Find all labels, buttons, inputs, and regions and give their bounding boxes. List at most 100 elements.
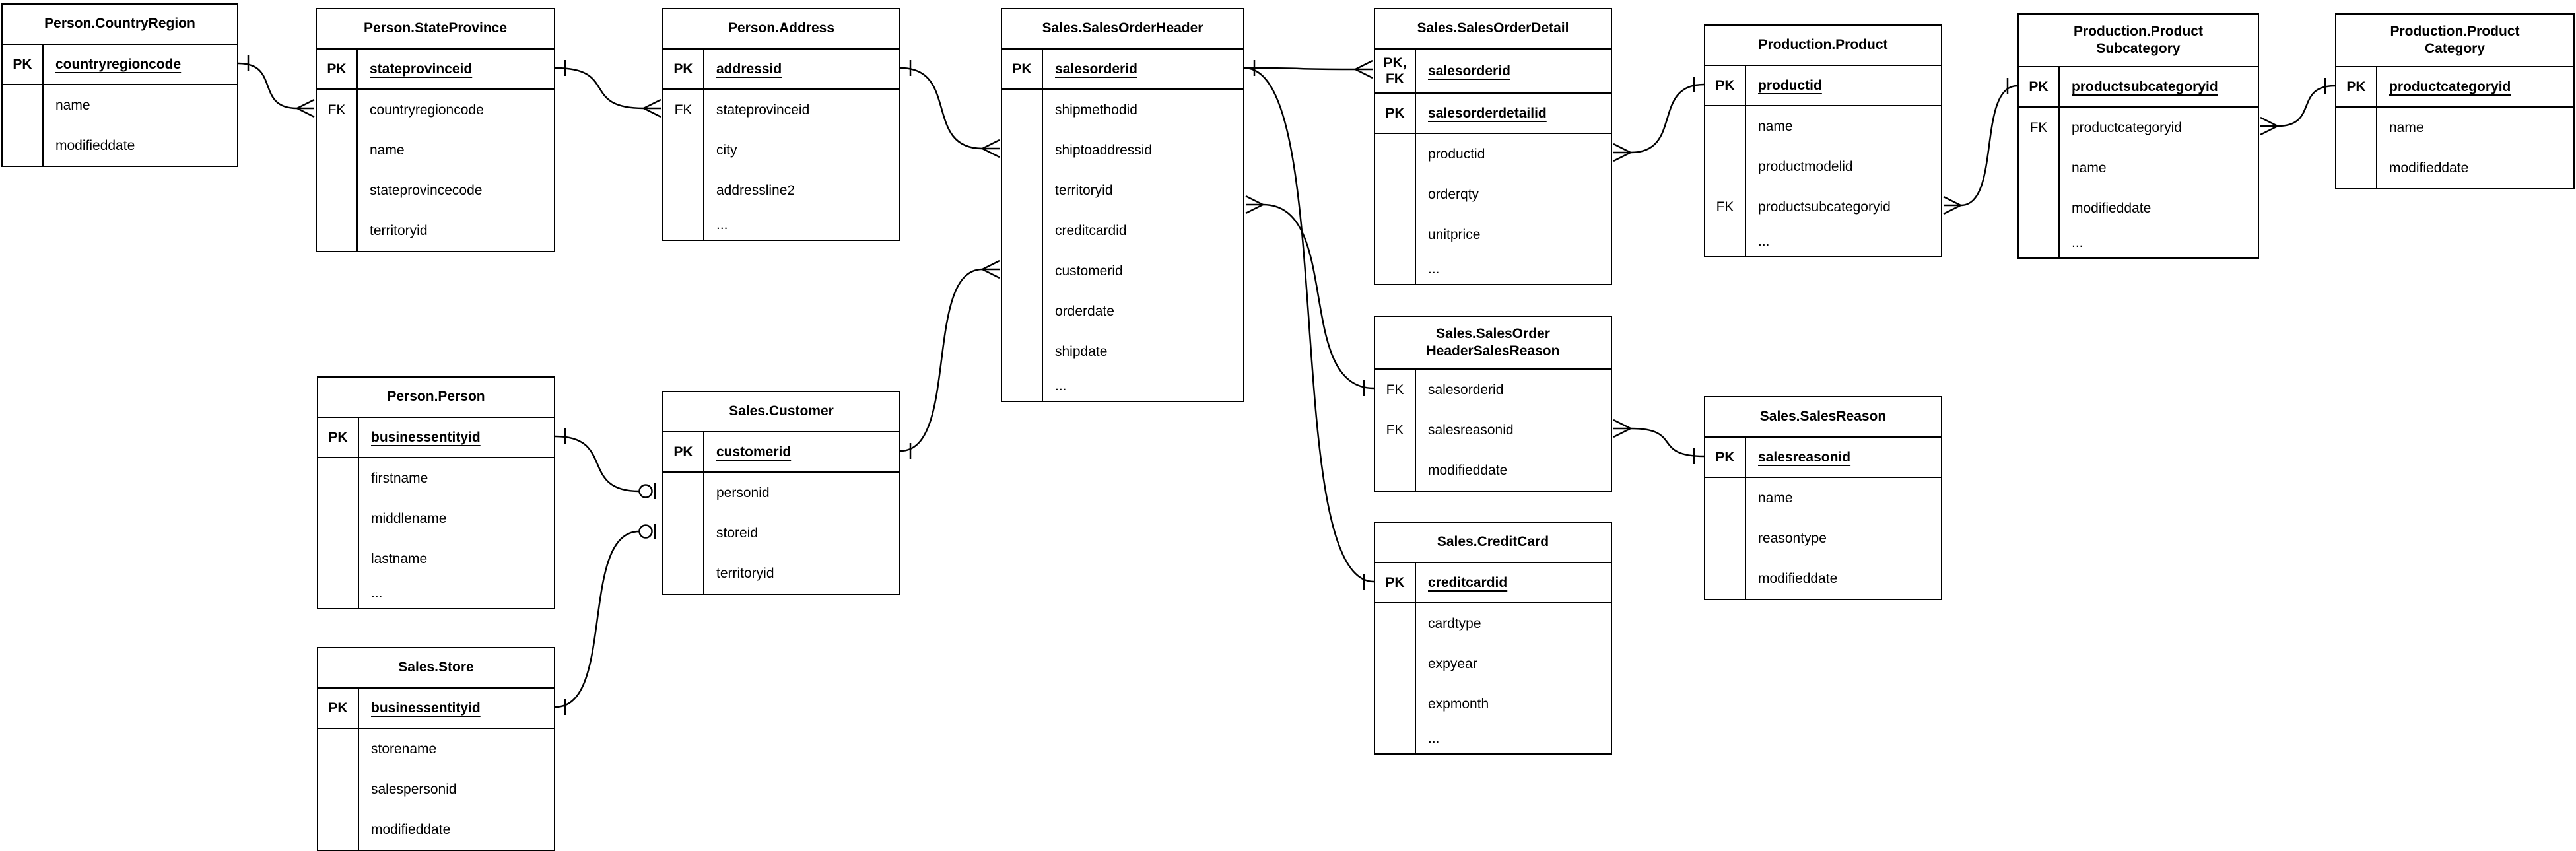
field-creditcardid: creditcardid — [1428, 574, 1508, 590]
field-territoryid: territoryid — [716, 565, 774, 581]
key-spacer — [1705, 559, 1746, 599]
field-lastname: lastname — [371, 551, 428, 566]
key-spacer — [318, 539, 359, 579]
stateprovince-address-crowsfoot — [643, 107, 661, 118]
field-addressid: addressid — [716, 61, 782, 77]
person-customer-zero-circle — [638, 484, 653, 498]
attribute-row: shipdate — [1002, 331, 1243, 372]
table-title: Sales.Store — [318, 648, 554, 689]
attribute-row: personid — [663, 473, 899, 513]
field-productsubcategoryid: productsubcategoryid — [2072, 79, 2218, 94]
key-spacer — [1002, 90, 1043, 130]
attribute-row: name — [1705, 478, 1941, 518]
attribute-row: name — [317, 130, 554, 170]
headersalesreason-salesreason-crowsfoot — [1613, 419, 1631, 430]
attribute-row: lastname — [318, 539, 554, 579]
key-label: PK — [2019, 67, 2060, 106]
attribute-row: storeid — [663, 513, 899, 553]
attribute-row: modifieddate — [1705, 559, 1941, 599]
attribute-row: ... — [1705, 227, 1941, 256]
key-spacer — [317, 211, 358, 251]
key-spacer — [318, 579, 359, 608]
product-productsubcategory-crowsfoot — [1943, 204, 1961, 215]
key-spacer — [663, 170, 704, 211]
salesorderdetail-product-crowsfoot — [1613, 151, 1631, 162]
table-title: Sales.SalesOrderDetail — [1375, 9, 1611, 50]
attribute-row: addressline2 — [663, 170, 899, 211]
relationship-salesorderheader-salesorderdetail — [1244, 67, 1356, 71]
key-spacer — [317, 130, 358, 170]
relationship-salesorderdetail-product — [1630, 83, 1705, 154]
countryregion-stateprovince-crowsfoot — [296, 98, 315, 110]
key-spacer — [1375, 255, 1416, 284]
field-stateprovincecode: stateprovincecode — [370, 182, 483, 198]
table-title: Production.Product Subcategory — [2019, 15, 2258, 67]
field-modifieddate: modifieddate — [2072, 200, 2152, 216]
field-name: name — [370, 142, 405, 158]
field-productcategoryid: productcategoryid — [2072, 119, 2182, 135]
relationship-salesorderheader-headersalesreason — [1262, 203, 1374, 390]
field-ellipsis: ... — [716, 217, 728, 232]
field-name: name — [1758, 118, 1793, 134]
key-spacer — [3, 85, 44, 125]
key-row: PK addressid — [663, 50, 899, 90]
field-modifieddate: modifieddate — [1758, 570, 1838, 586]
key-label: PK — [318, 689, 359, 728]
key-spacer — [1375, 644, 1416, 684]
table-title: Production.Product — [1705, 26, 1941, 66]
key-label: PK — [2336, 67, 2377, 106]
key-spacer — [1705, 227, 1746, 256]
field-firstname: firstname — [371, 470, 428, 486]
attribute-row: salespersonid — [318, 769, 554, 809]
table-title: Sales.SalesOrder HeaderSalesReason — [1375, 317, 1611, 370]
key-spacer — [2019, 188, 2060, 228]
key-spacer — [318, 498, 359, 539]
table-title: Sales.SalesOrderHeader — [1002, 9, 1243, 50]
key-spacer — [1002, 331, 1043, 372]
key-label: PK — [663, 50, 704, 88]
field-name: name — [2389, 119, 2424, 135]
field-ellipsis: ... — [1758, 234, 1770, 249]
relationship-productsubcategory-productcategory — [2277, 85, 2336, 127]
attribute-row: shipmethodid — [1002, 90, 1243, 130]
field-countryregioncode: countryregioncode — [370, 102, 484, 118]
field-productid: productid — [1428, 146, 1485, 162]
field-productmodelid: productmodelid — [1758, 158, 1853, 174]
field-ellipsis: ... — [1055, 378, 1067, 393]
attribute-row: modifieddate — [3, 125, 237, 166]
attribute-row: name — [1705, 106, 1941, 147]
key-spacer — [3, 125, 44, 166]
key-spacer — [1375, 134, 1416, 174]
salesorderheader-headersalesreason-crowsfoot — [1245, 203, 1264, 215]
key-spacer — [1375, 724, 1416, 753]
key-spacer — [318, 809, 359, 850]
fk-label: FK — [1375, 410, 1416, 450]
field-territoryid: territoryid — [1055, 182, 1113, 198]
field-salespersonid: salespersonid — [371, 781, 457, 797]
relationship-customer-salesorderheader — [900, 268, 983, 452]
salesorderheader-salesorderdetail-crowsfoot — [1355, 68, 1373, 79]
attribute-row: cardtype — [1375, 603, 1611, 644]
field-modifieddate: modifieddate — [371, 821, 451, 837]
field-shipdate: shipdate — [1055, 343, 1108, 359]
field-name: name — [1758, 490, 1793, 506]
